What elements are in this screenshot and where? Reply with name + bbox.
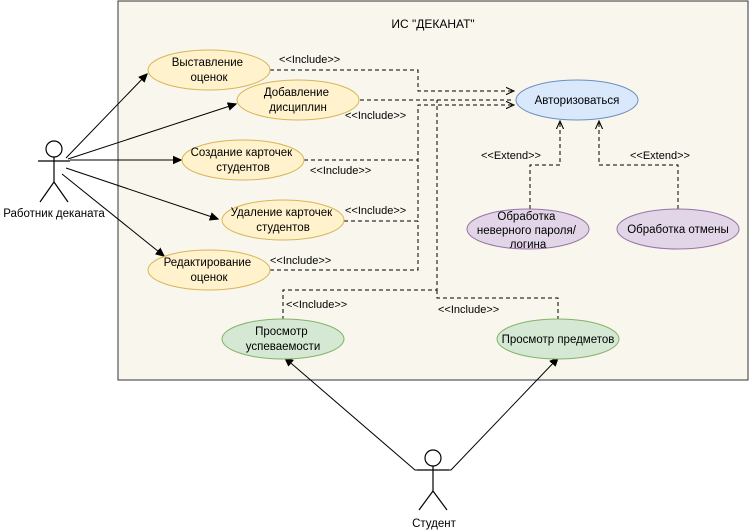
actor-worker-label: Работник деканата bbox=[3, 208, 105, 220]
relation-labels: <<Include>> <<Include>> <<Include>> <<In… bbox=[270, 54, 690, 316]
include-label: <<Include>> bbox=[279, 54, 340, 66]
include-relations bbox=[270, 69, 559, 320]
use-case-label-line: Создание карточек bbox=[191, 147, 294, 159]
use-case-label-line: Удаление карточек bbox=[231, 207, 333, 219]
use-case-label-line: Авторизоваться bbox=[535, 95, 620, 107]
actor-leg-right bbox=[53, 181, 69, 203]
use-case-disciplines-add[interactable]: Добавление дисциплин bbox=[236, 79, 360, 121]
use-case-ellipse bbox=[181, 139, 305, 181]
use-case-grades-set[interactable]: Выставление оценок bbox=[147, 49, 271, 91]
use-case-card-delete[interactable]: Удаление карточек студентов bbox=[221, 199, 345, 241]
use-case-label-line: оценок bbox=[190, 72, 228, 84]
use-case-label: Авторизоваться bbox=[535, 95, 620, 107]
use-case-label: Добавление дисциплин bbox=[264, 87, 332, 114]
extend-label: <<Extend>> bbox=[630, 150, 690, 162]
use-case-authorize[interactable]: Авторизоваться bbox=[515, 79, 639, 121]
use-case-label-line: оценок bbox=[190, 272, 228, 284]
include-label: <<Include>> bbox=[345, 205, 406, 217]
use-case-label-line: неверного пароля/ bbox=[477, 225, 577, 237]
extend-line bbox=[529, 121, 560, 209]
actor-head bbox=[424, 449, 442, 467]
include-label: <<Include>> bbox=[286, 299, 347, 311]
use-case-grades-edit[interactable]: Редактирование оценок bbox=[147, 249, 271, 291]
use-case-ellipse bbox=[147, 249, 271, 291]
use-case-ellipse bbox=[466, 208, 590, 250]
use-case-label: Выставление оценок bbox=[172, 57, 247, 84]
use-case-label-line: Обработка отмены bbox=[627, 224, 729, 236]
use-case-label: Редактирование оценок bbox=[164, 257, 255, 284]
include-line bbox=[304, 105, 514, 161]
use-case-label-line: Выставление bbox=[172, 57, 243, 69]
system-title: ИС "ДЕКАНАТ" bbox=[391, 17, 474, 31]
use-case-label-line: студентов bbox=[256, 222, 310, 234]
actor-leg-left bbox=[39, 181, 55, 203]
use-case-label-line: логина bbox=[510, 239, 547, 251]
use-case-label-line: Редактирование bbox=[164, 257, 252, 269]
include-line bbox=[270, 221, 419, 271]
include-line bbox=[436, 290, 559, 320]
use-case-card-create[interactable]: Создание карточек студентов bbox=[181, 139, 305, 181]
use-case-label-line: успеваемости bbox=[246, 341, 321, 353]
associations-student bbox=[285, 358, 558, 471]
use-case-ellipse bbox=[221, 199, 345, 241]
actor-leg-right bbox=[432, 490, 448, 511]
use-case-ellipse bbox=[221, 318, 345, 360]
association-line bbox=[67, 104, 236, 160]
association-line bbox=[285, 358, 422, 471]
use-case-progress-view[interactable]: Просмотр успеваемости bbox=[221, 318, 345, 360]
association-line bbox=[61, 173, 164, 256]
actor-worker[interactable]: Работник деканата bbox=[3, 140, 105, 220]
use-case-label: Обработка отмены bbox=[627, 224, 729, 236]
include-line bbox=[270, 69, 514, 91]
actor-leg-left bbox=[418, 490, 434, 511]
use-case-label: Удаление карточек студентов bbox=[231, 207, 336, 234]
use-case-label: Обработка неверного пароля/ логина bbox=[477, 211, 579, 251]
actor-student[interactable]: Студент bbox=[412, 449, 457, 530]
use-case-label-line: Обработка bbox=[497, 211, 556, 223]
include-label: <<Include>> bbox=[310, 165, 371, 177]
association-line bbox=[444, 358, 558, 471]
actor-head bbox=[45, 140, 63, 158]
use-case-label-line: Просмотр bbox=[255, 326, 308, 338]
association-line bbox=[65, 167, 218, 219]
use-case-cancel[interactable]: Обработка отмены bbox=[616, 208, 740, 250]
use-case-label-line: студентов bbox=[216, 162, 270, 174]
use-case-label-line: Добавление bbox=[264, 87, 329, 99]
use-case-ellipse bbox=[236, 79, 360, 121]
include-line bbox=[282, 100, 438, 320]
use-case-label-line: Просмотр предметов bbox=[502, 334, 615, 346]
extend-label: <<Extend>> bbox=[481, 150, 541, 162]
use-case-label-line: дисциплин bbox=[269, 102, 327, 114]
use-case-label: Просмотр предметов bbox=[502, 334, 615, 346]
use-case-label: Создание карточек студентов bbox=[191, 147, 296, 174]
association-line bbox=[65, 74, 147, 159]
use-case-ellipse bbox=[496, 318, 620, 360]
associations-worker bbox=[61, 74, 236, 256]
extend-relations bbox=[529, 121, 679, 209]
include-label: <<Include>> bbox=[438, 304, 499, 316]
use-case-subjects-view[interactable]: Просмотр предметов bbox=[496, 318, 620, 360]
use-case-ellipse bbox=[515, 79, 639, 121]
use-case-ellipse bbox=[147, 49, 271, 91]
use-case-ellipse bbox=[616, 208, 740, 250]
actor-student-label: Студент bbox=[412, 518, 457, 530]
include-label: <<Include>> bbox=[345, 110, 406, 122]
use-case-label: Просмотр успеваемости bbox=[246, 326, 321, 353]
include-label: <<Include>> bbox=[270, 255, 331, 267]
extend-line bbox=[599, 121, 679, 209]
use-case-bad-password[interactable]: Обработка неверного пароля/ логина bbox=[466, 208, 590, 251]
